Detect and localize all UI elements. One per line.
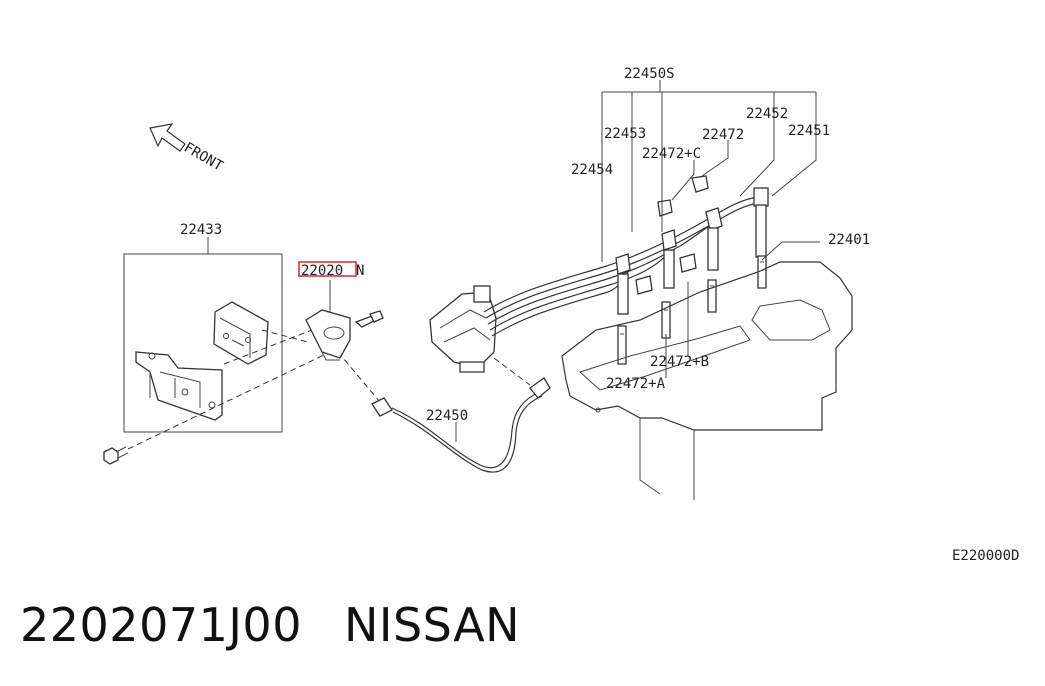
label-22450: 22450: [426, 408, 468, 424]
spark-plugs: [617, 255, 767, 365]
front-arrow-icon: [149, 123, 186, 152]
part-caption: 2202071J00 NISSAN: [20, 598, 520, 652]
bracket-assembly-22433: [123, 237, 283, 433]
wire-22450: [371, 377, 551, 473]
label-22401: 22401: [828, 232, 870, 248]
label-22472: 22472: [702, 127, 744, 143]
figure-code: E220000D: [952, 548, 1019, 564]
bolt-icon: [103, 446, 129, 465]
part-number: 2202071J00: [20, 598, 302, 652]
label-22433: 22433: [180, 222, 222, 238]
wire-harness-22450S: [483, 187, 769, 337]
distributor: [429, 285, 497, 373]
front-label: FRONT: [181, 140, 226, 175]
brand-name: NISSAN: [343, 598, 521, 652]
label-22472B: 22472+B: [650, 354, 709, 370]
label-22450S: 22450S: [624, 66, 675, 82]
label-22454: 22454: [571, 162, 613, 178]
engine-block: [561, 261, 853, 500]
sensor-22020: [305, 280, 384, 361]
label-22451: 22451: [788, 123, 830, 139]
label-22453: 22453: [604, 126, 646, 142]
leader-lines: [601, 80, 820, 378]
label-22020[interactable]: 22020: [301, 263, 343, 279]
label-22472A: 22472+A: [606, 376, 666, 392]
highlight-box-22020: [298, 261, 357, 277]
label-22472C: 22472+C: [642, 146, 701, 162]
label-22452: 22452: [746, 106, 788, 122]
label-22020-suffix: N: [356, 263, 364, 279]
